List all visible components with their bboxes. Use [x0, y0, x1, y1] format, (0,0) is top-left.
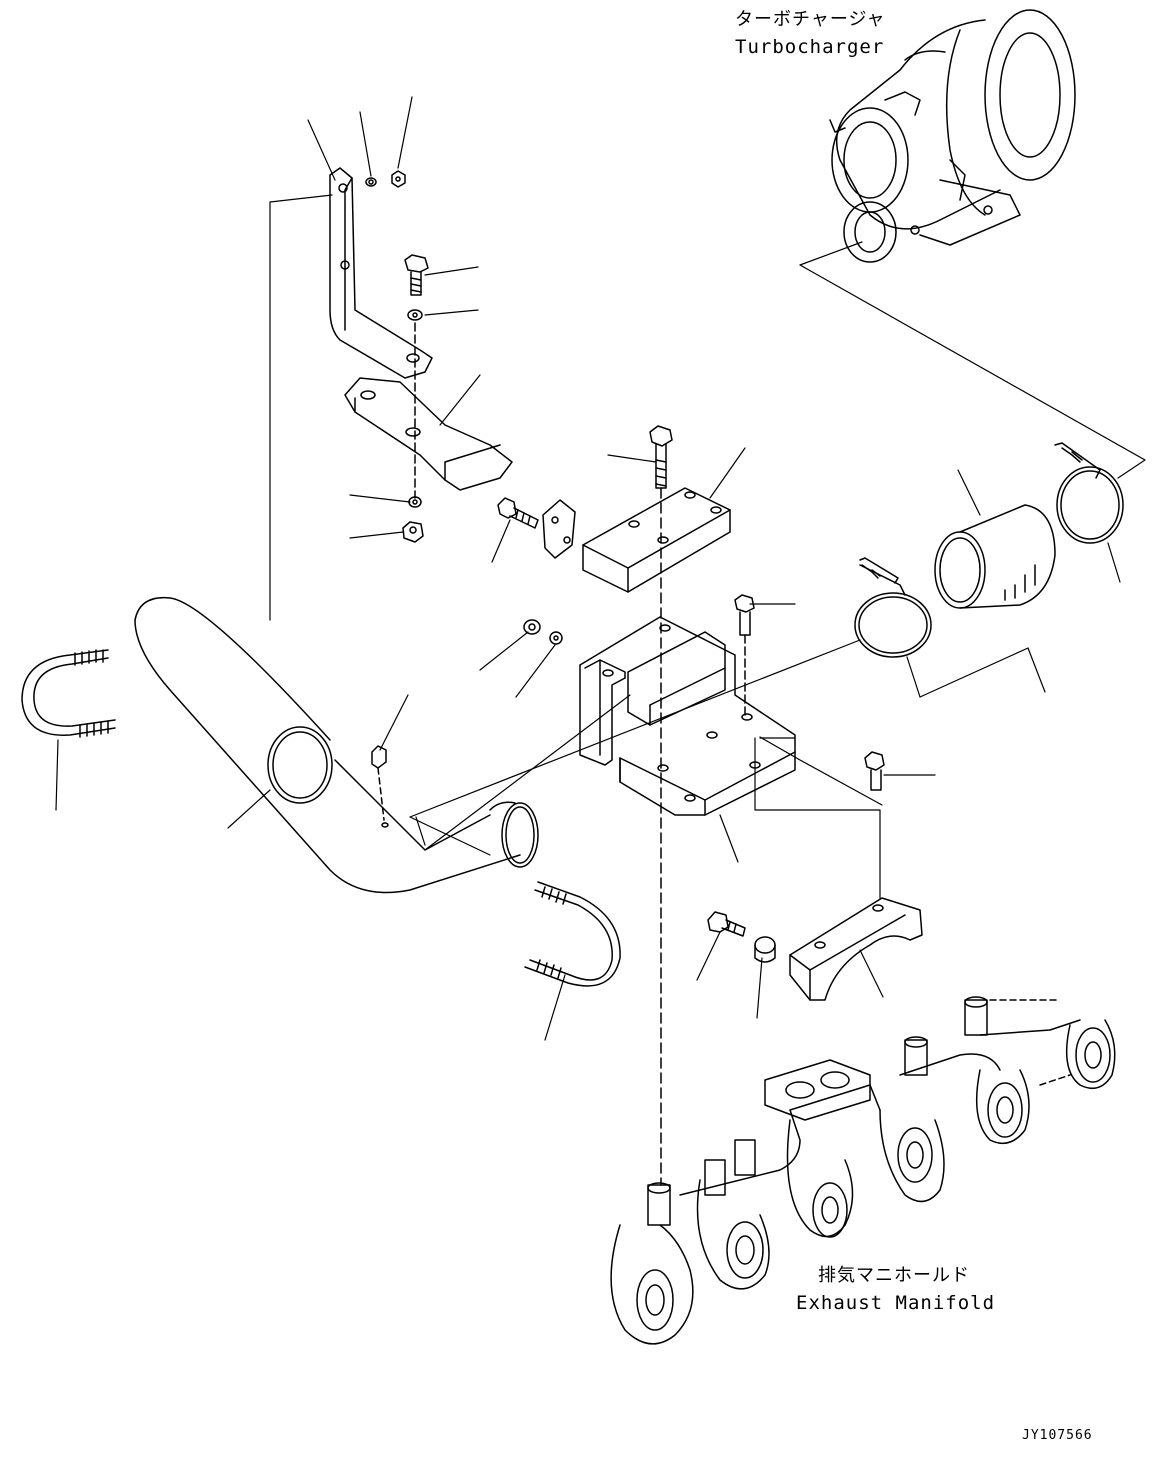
- bolt-and-clip: [498, 498, 575, 558]
- u-bolt-right: [525, 882, 620, 986]
- upper-plate-bracket: [345, 378, 512, 490]
- drawing-number: JY107566: [1022, 1428, 1093, 1443]
- lower-bolt-and-spacer: [708, 752, 884, 962]
- exhaust-pipe: [135, 598, 538, 893]
- clamp-right: [1055, 443, 1123, 543]
- exhaust-manifold-label-jp: 排気マニホールド: [818, 1265, 970, 1286]
- top-fasteners: [366, 171, 428, 542]
- turbocharger-label-en: Turbocharger: [735, 36, 885, 58]
- clamp-left: [855, 558, 931, 657]
- turbocharger-illustration: [830, 10, 1075, 262]
- mount-washers: [524, 620, 562, 644]
- u-bolt-left: [22, 650, 115, 737]
- lower-bracket: [790, 898, 922, 1000]
- exhaust-manifold-label-en: Exhaust Manifold: [796, 1292, 996, 1314]
- turbocharger-label-jp: ターボチャージャ: [735, 9, 886, 30]
- main-mount-bracket: [580, 595, 795, 815]
- upper-bracket: [330, 168, 432, 378]
- exhaust-manifold-illustration: [611, 997, 1115, 1344]
- spacer-block: [583, 426, 730, 1185]
- sleeve: [935, 505, 1055, 608]
- leader-lines: [56, 97, 1145, 1040]
